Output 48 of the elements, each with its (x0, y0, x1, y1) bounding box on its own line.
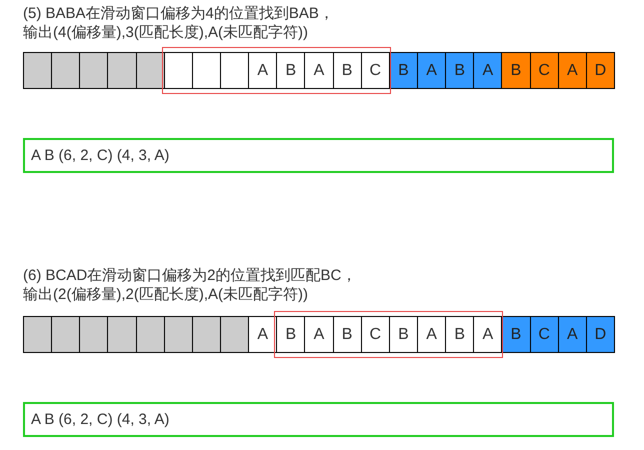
empty-cell (51, 52, 80, 89)
letter-cell: B (445, 316, 474, 353)
empty-cell (79, 316, 108, 353)
empty-cell (51, 316, 80, 353)
letter-cell: A (248, 52, 278, 89)
empty-cell (164, 316, 193, 353)
letter-cell: A (304, 52, 334, 89)
letter-cell: B (332, 316, 362, 353)
empty-cell (220, 316, 250, 353)
empty-cell (164, 52, 193, 89)
empty-cell (192, 316, 221, 353)
letter-cell: C (360, 52, 390, 89)
step-text: (5) BABA在滑动窗口偏移为4的位置找到BAB， (23, 4, 334, 23)
step-text: (6) BCAD在滑动窗口偏移为2的位置找到匹配BC， (23, 266, 356, 285)
letter-cell: A (304, 316, 334, 353)
empty-cell (23, 316, 52, 353)
empty-cell (79, 52, 108, 89)
step-text: 输出(2(偏移量),2(匹配长度),A(未匹配字符)) (23, 285, 308, 304)
letter-cell: A (558, 316, 587, 353)
letter-cell: B (276, 316, 306, 353)
empty-cell (220, 52, 250, 89)
step-text: 输出(4(偏移量),3(匹配长度),A(未匹配字符)) (23, 23, 308, 42)
letter-cell: C (530, 316, 559, 353)
empty-cell (23, 52, 52, 89)
empty-cell (107, 316, 137, 353)
output-box: A B (6, 2, C) (4, 3, A) (23, 402, 614, 437)
letter-cell: B (501, 52, 531, 89)
empty-cell (192, 52, 221, 89)
letter-cell: A (558, 52, 587, 89)
empty-cell (136, 52, 165, 89)
letter-cell: A (473, 52, 502, 89)
letter-cell: B (501, 316, 531, 353)
output-box: A B (6, 2, C) (4, 3, A) (23, 138, 614, 173)
letter-cell: A (248, 316, 278, 353)
empty-cell (107, 52, 137, 89)
letter-cell: D (586, 316, 615, 353)
letter-cell: C (360, 316, 390, 353)
letter-cell: B (445, 52, 474, 89)
letter-cell: C (530, 52, 559, 89)
letter-cell: B (276, 52, 306, 89)
letter-cell: A (417, 52, 446, 89)
letter-cell: A (473, 316, 502, 353)
letter-cell: B (388, 52, 418, 89)
letter-cell: A (417, 316, 446, 353)
letter-cell: B (332, 52, 362, 89)
letter-cell: B (388, 316, 418, 353)
letter-cell: D (586, 52, 615, 89)
empty-cell (136, 316, 165, 353)
